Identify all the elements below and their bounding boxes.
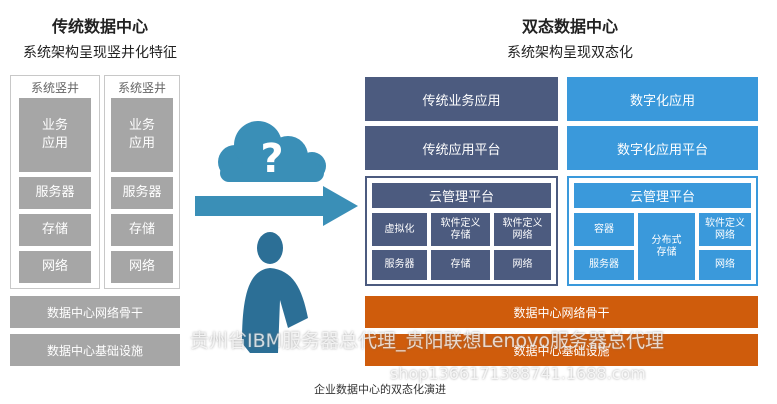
figure-caption: 企业数据中心的双态化演进	[314, 383, 446, 396]
watermark-url: shop1366171388741.1688.com	[390, 364, 646, 383]
sdn-network-cell: 软件定义 网络	[494, 213, 551, 246]
traditional-app-platform: 传统应用平台	[365, 126, 558, 170]
network-box: 网络	[111, 251, 173, 283]
storage-box: 存储	[19, 214, 91, 246]
network-box: 网络	[19, 251, 91, 283]
silo-label: 系统竖井	[117, 80, 166, 95]
system-silo-2: 系统竖井 业务 应用 服务器 存储 网络	[104, 75, 180, 289]
digital-cloud-mgmt-platform: 云管理平台	[574, 183, 751, 208]
left-network-backbone: 数据中心网络骨干	[10, 296, 180, 328]
traditional-cloud-mgmt-frame: 云管理平台 虚拟化 软件定义 存储 软件定义 网络 服务器 存储 网络	[365, 176, 558, 286]
traditional-cloud-mgmt-platform: 云管理平台	[372, 183, 551, 208]
server-box: 服务器	[111, 177, 173, 209]
storage-cell: 存储	[431, 250, 490, 280]
person-icon	[242, 232, 308, 353]
network-cell: 网络	[494, 250, 551, 280]
question-mark: ?	[260, 136, 283, 182]
server-cell: 服务器	[574, 250, 634, 280]
right-title: 双态数据中心	[521, 17, 618, 36]
business-app-box: 业务 应用	[111, 98, 173, 172]
digital-cloud-mgmt-frame: 云管理平台 容器 分布式 存储 软件定义 网络 服务器 网络	[567, 176, 758, 286]
distributed-storage-cell: 分布式 存储	[638, 213, 695, 280]
digital-app-platform: 数字化应用平台	[567, 126, 758, 170]
transition-illustration: ?	[195, 121, 358, 353]
virtualization-cell: 虚拟化	[372, 213, 427, 246]
sdn-network-cell: 软件定义 网络	[699, 213, 751, 246]
left-subtitle: 系统架构呈现竖井化特征	[23, 45, 177, 61]
network-cell: 网络	[699, 250, 751, 280]
right-infrastructure: 数据中心基础设施	[365, 334, 758, 366]
container-cell: 容器	[574, 213, 634, 246]
silo-label: 系统竖井	[30, 80, 79, 95]
cloud-icon	[218, 121, 326, 182]
left-title: 传统数据中心	[51, 17, 148, 36]
traditional-business-app: 传统业务应用	[365, 77, 558, 121]
arrow-right-icon	[195, 186, 358, 226]
right-subtitle: 系统架构呈现双态化	[507, 45, 633, 61]
digital-app: 数字化应用	[567, 77, 758, 121]
right-network-backbone: 数据中心网络骨干	[365, 296, 758, 328]
storage-box: 存储	[111, 214, 173, 246]
business-app-box: 业务 应用	[19, 98, 91, 172]
sds-storage-cell: 软件定义 存储	[431, 213, 490, 246]
server-cell: 服务器	[372, 250, 427, 280]
system-silo-1: 系统竖井 业务 应用 服务器 存储 网络	[10, 75, 100, 289]
left-infrastructure: 数据中心基础设施	[10, 334, 180, 366]
server-box: 服务器	[19, 177, 91, 209]
watermark-text: 贵州省IBM服务器总代理_贵阳联想Lenovo服务器总代理	[190, 330, 665, 352]
